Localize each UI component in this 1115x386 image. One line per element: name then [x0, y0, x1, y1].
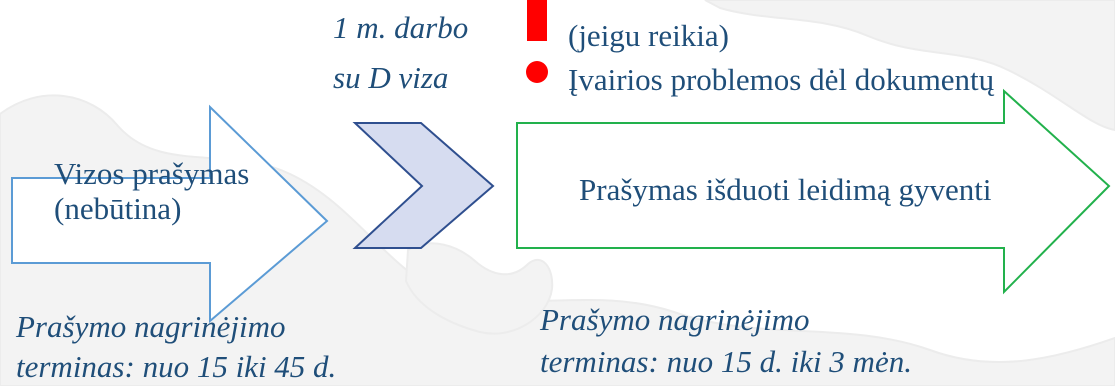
issues-line-1: (jeigu reikia) [568, 18, 729, 53]
visa-application-line-2: (nebūtina) [54, 191, 182, 226]
issues-line-2: Įvairios problemos dėl dokumentų [568, 62, 995, 97]
work-period-chevron [352, 122, 495, 249]
visa-processing-caption-line-1: Prašymo nagrinėjimo [16, 309, 286, 344]
chevron-note-line-1: 1 m. darbo [333, 10, 469, 45]
red-exclamation-icon [527, 0, 547, 41]
visa-processing-caption-line-2: terminas: nuo 15 iki 45 d. [16, 349, 337, 384]
chevron-note-line-2: su D viza [333, 60, 449, 95]
residence-permit-arrow [516, 88, 1111, 295]
visa-application-line-1: Vizos prašymas [54, 156, 250, 191]
permit-processing-caption-line-1: Prašymo nagrinėjimo [540, 302, 810, 337]
permit-processing-caption-line-2: terminas: nuo 15 d. iki 3 mėn. [540, 344, 912, 379]
red-dot-icon [526, 61, 548, 83]
visa-application-arrow [11, 104, 329, 324]
residence-permit-label: Prašymas išduoti leidimą gyventi [579, 172, 992, 207]
